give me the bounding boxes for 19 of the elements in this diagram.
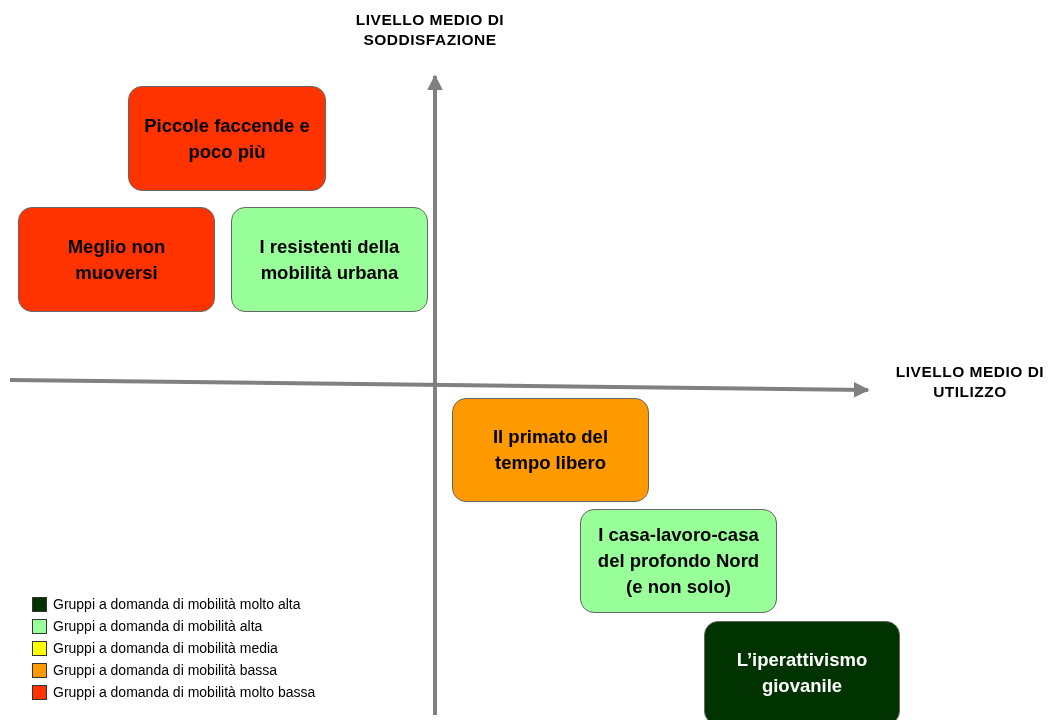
axis-label: LIVELLO MEDIO DI UTILIZZO <box>894 362 1046 402</box>
axis-label: LIVELLO MEDIO DI SODDISFAZIONE <box>354 10 506 50</box>
legend-text: Gruppi a domanda di mobilità bassa <box>53 662 278 678</box>
legend-text: Gruppi a domanda di mobilità molto alta <box>53 596 301 612</box>
group-name: I casa-lavoro-casa del profondo Nord (e non solo) <box>596 523 761 599</box>
group-name: Piccole faccende e poco più <box>143 113 311 164</box>
group-name: Il primato del tempo libero <box>491 425 610 475</box>
group-box <box>231 207 428 312</box>
group-box <box>704 621 900 720</box>
legend-text: Gruppi a domanda di mobilità molto bassa <box>53 684 316 700</box>
legend-text: Gruppi a domanda di mobilità alta <box>53 618 263 634</box>
group-name: L’iperattivismo giovanile <box>735 648 869 698</box>
group-name: Meglio non muoversi <box>66 234 167 285</box>
group-box <box>18 207 215 312</box>
group-box <box>452 398 649 502</box>
legend-text: Gruppi a domanda di mobilità media <box>53 640 278 656</box>
group-name: I resistenti della mobilità urbana <box>258 234 401 285</box>
group-box <box>580 509 777 613</box>
group-box <box>128 86 326 191</box>
